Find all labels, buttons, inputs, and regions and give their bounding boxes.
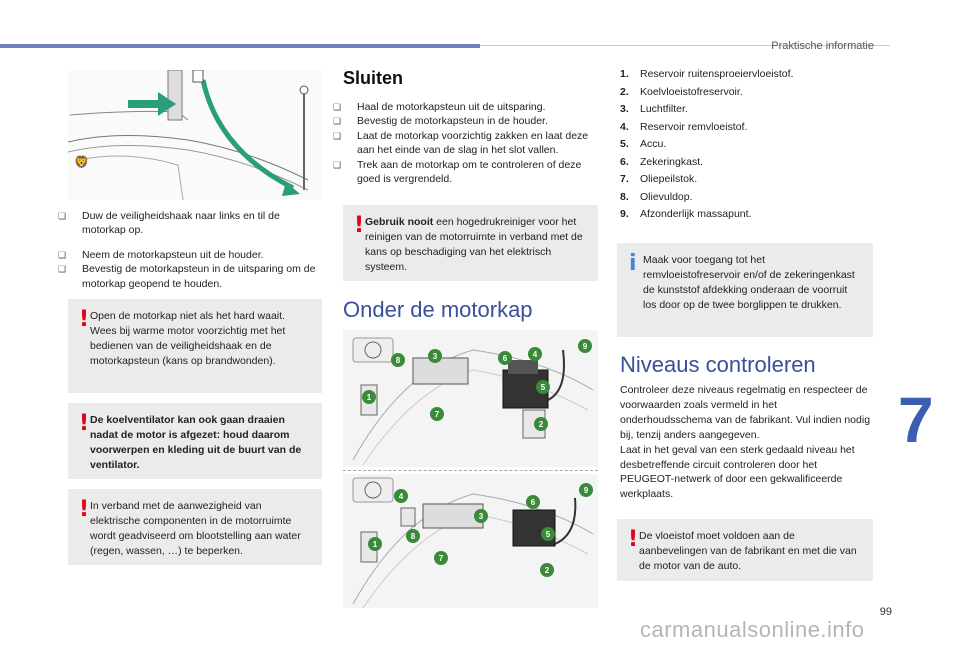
callout-4-marker xyxy=(394,489,408,503)
callout-4: 4 xyxy=(399,492,404,501)
section-title-closing: Sluiten xyxy=(343,68,404,88)
engine-bay-diagram-top: 8 3 6 4 9 5 1 7 2 xyxy=(343,330,598,467)
list-item: ❏Bevestig de motorkapsteun in de houder. xyxy=(333,115,548,128)
callout-markers-top: 8 3 6 4 9 5 1 7 2 xyxy=(362,339,592,431)
header-rule xyxy=(480,45,890,46)
watermark: carmanualsonline.info xyxy=(640,617,865,642)
svg-text:🦁: 🦁 xyxy=(74,155,89,169)
callout-8-marker xyxy=(391,353,405,367)
check-levels-text: Controleer deze niveaus regelmatig en re… xyxy=(620,384,871,501)
component-list: 1.Reservoir ruitensproeiervloeistof. 2.K… xyxy=(620,66,870,224)
engine-bay-diagram-bottom: 4 3 6 9 5 8 1 7 2 xyxy=(343,474,598,609)
list-item: 3.Luchtfilter. xyxy=(620,103,688,115)
callout-8: 8 xyxy=(411,532,416,541)
callout-4-marker xyxy=(528,347,542,361)
callout-8: 8 xyxy=(396,356,401,365)
callout-4: 4 xyxy=(533,350,538,359)
list-item: ❏Haal de motorkapsteun uit de uitsparing… xyxy=(333,101,546,113)
list-item: 5.Accu. xyxy=(620,138,667,150)
callout-2: 2 xyxy=(539,420,544,429)
callout-7-marker xyxy=(430,407,444,421)
open-steps-a: ❏Duw de veiligheidshaak naar links en ti… xyxy=(58,209,320,238)
list-item: ❏Neem de motorkapsteun uit de houder. xyxy=(58,249,264,261)
warning-icon: ! xyxy=(79,307,90,332)
warning-icon: ! xyxy=(628,527,639,552)
list-item: 9.Afzonderlijk massapunt. xyxy=(620,208,752,220)
info-box-access: i Maak voor toegang tot het remvloeistof… xyxy=(617,243,873,337)
callout-7: 7 xyxy=(435,410,440,419)
open-steps-b: ❏Neem de motorkapsteun uit de houder. ❏B… xyxy=(58,248,320,291)
callout-2: 2 xyxy=(545,566,550,575)
page-number: 99 xyxy=(879,606,892,618)
list-item: 2.Koelvloeistofreservoir. xyxy=(620,85,743,98)
callout-1-marker xyxy=(362,390,376,404)
callout-3-marker xyxy=(474,509,488,523)
list-item: 6.Zekeringkast. xyxy=(620,155,704,168)
hood-release-illustration: 🦁 xyxy=(67,69,322,201)
callout-9: 9 xyxy=(583,342,588,351)
callout-2-marker xyxy=(540,563,554,577)
callout-7-marker xyxy=(434,551,448,565)
callout-5: 5 xyxy=(541,383,546,392)
callout-6-marker xyxy=(498,351,512,365)
warning-box-pressure-washer: ! Gebruik nooit een hogedrukreiniger voo… xyxy=(343,205,598,281)
list-item: 8.Olievuldop. xyxy=(620,190,693,203)
callout-6-marker xyxy=(526,495,540,509)
chapter-number: 7 xyxy=(898,384,934,456)
closing-steps: ❏Haal de motorkapsteun uit de uitsparing… xyxy=(333,100,598,187)
callout-3-marker xyxy=(428,349,442,363)
callout-1-marker xyxy=(368,537,382,551)
callout-markers-bottom: 4 3 6 9 5 8 1 7 2 xyxy=(368,483,593,577)
callout-6: 6 xyxy=(503,354,508,363)
list-item: 4.Reservoir remvloeistof. xyxy=(620,120,748,133)
callout-5-marker xyxy=(541,527,555,541)
list-item: ❏Duw de veiligheidshaak naar links en ti… xyxy=(58,210,280,237)
callout-5: 5 xyxy=(546,530,551,539)
list-item: ❏Bevestig de motorkapsteun in de uitspar… xyxy=(58,263,316,290)
callout-6: 6 xyxy=(531,498,536,507)
callout-1: 1 xyxy=(373,540,378,549)
diagram-divider xyxy=(343,470,598,471)
section-title-under-hood: Onder de motorkap xyxy=(343,297,533,322)
list-item: 7.Oliepeilstok. xyxy=(620,173,698,185)
list-item: 1.Reservoir ruitensproeiervloeistof. xyxy=(620,68,794,80)
callout-7: 7 xyxy=(439,554,444,563)
list-item: ❏Trek aan de motorkap om te controleren … xyxy=(333,158,582,186)
callout-1: 1 xyxy=(367,393,372,402)
header-accent-bar xyxy=(0,44,480,48)
callout-5-marker xyxy=(536,380,550,394)
callout-2-marker xyxy=(534,417,548,431)
callout-9-marker xyxy=(578,339,592,353)
warning-icon: ! xyxy=(354,213,365,238)
warning-box-fluid: ! De vloeistof moet voldoen aan de aanbe… xyxy=(617,519,873,581)
info-icon: i xyxy=(629,251,637,276)
warning-icon: ! xyxy=(79,497,90,522)
section-title-check-levels: Niveaus controleren xyxy=(620,352,816,377)
warning-box-wind: ! Open de motorkap niet als het hard waa… xyxy=(68,299,322,393)
callout-9: 9 xyxy=(584,486,589,495)
callout-3: 3 xyxy=(433,352,438,361)
callout-8-marker xyxy=(406,529,420,543)
callout-3: 3 xyxy=(479,512,484,521)
callout-9-marker xyxy=(579,483,593,497)
warning-box-fan: ! De koelventilator kan ook gaan draaien… xyxy=(68,403,322,479)
list-item: ❏Laat de motorkap voorzichtig zakken en … xyxy=(333,129,589,157)
warning-box-water: ! In verband met de aanwezigheid van ele… xyxy=(68,489,322,565)
section-label: Praktische informatie xyxy=(771,40,874,52)
warning-icon: ! xyxy=(79,411,90,436)
